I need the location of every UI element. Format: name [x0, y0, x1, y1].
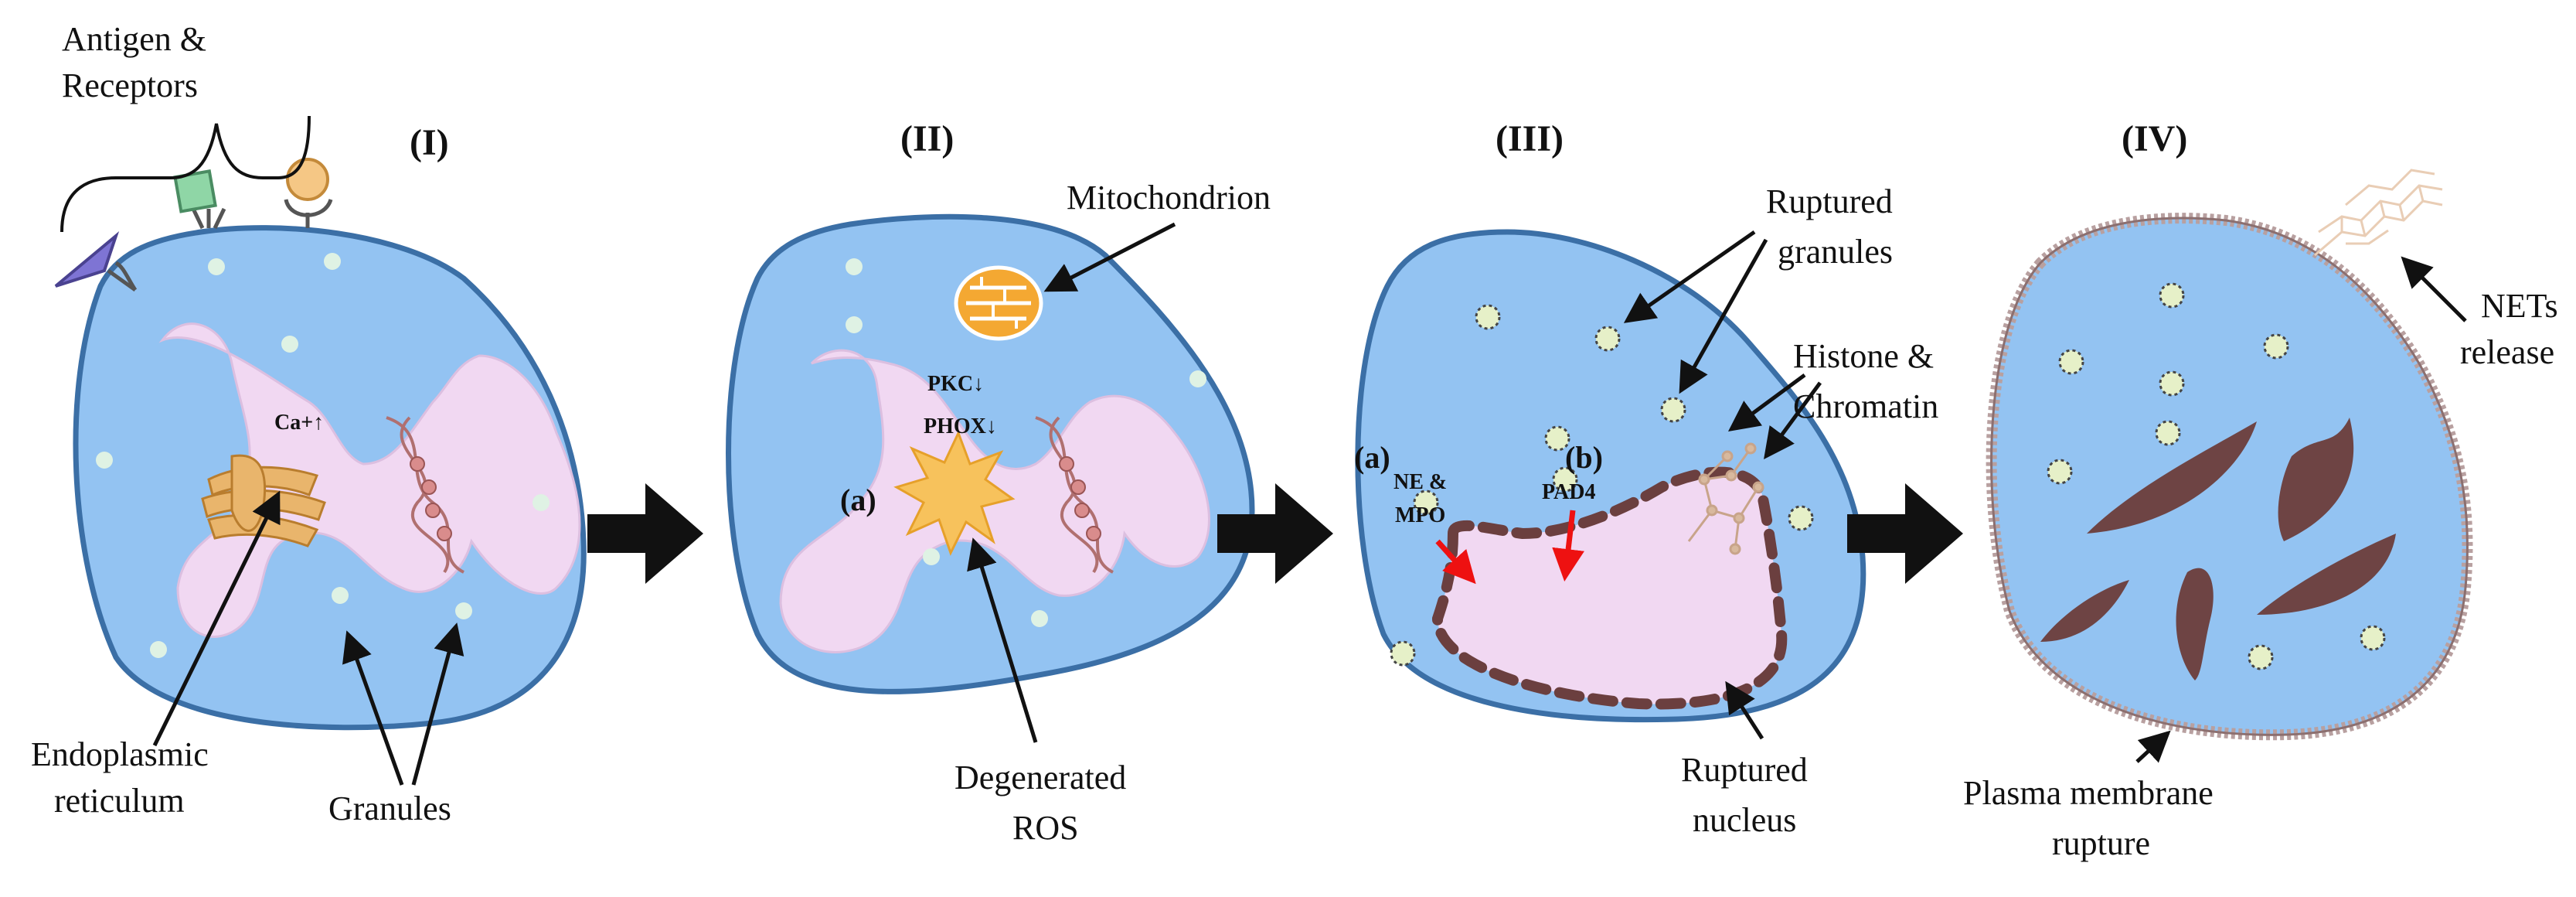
- progress-arrow-2: [1217, 483, 1333, 584]
- ne-mpo-red-arrow: [1435, 539, 1476, 585]
- stage-3-label: (III): [1496, 118, 1564, 159]
- receptor-green-icon: [173, 169, 226, 230]
- ne-label-1: NE &: [1393, 470, 1447, 494]
- ros-arrow: [967, 537, 1038, 743]
- progress-arrow-1: [587, 483, 703, 584]
- stage-2-cell: [726, 213, 1255, 694]
- antigen-brace: [60, 115, 311, 233]
- chromatin-fragment: [2278, 418, 2354, 541]
- stage-2-label: (II): [900, 118, 954, 159]
- mitochondrion-icon: [954, 265, 1043, 341]
- ruptured-granules-arrow-1: [1623, 230, 1756, 323]
- membrane-label-2: rupture: [2052, 824, 2150, 862]
- granules-label: Granules: [328, 790, 451, 827]
- nets-release-icon: [2314, 169, 2443, 257]
- er-label-2: reticulum: [54, 782, 185, 820]
- histone-label-2: Chromatin: [1793, 387, 1938, 425]
- ros-label-2: ROS: [1012, 809, 1079, 847]
- histone-label-1: Histone &: [1793, 337, 1934, 375]
- ruptured-granules: [1390, 304, 1814, 667]
- ruptured-nucleus-label-2: nucleus: [1693, 801, 1796, 839]
- dna-helix-icon: [1035, 416, 1114, 574]
- stage-4-label: (IV): [2122, 118, 2187, 159]
- ruptured-granules-label-2: granules: [1778, 233, 1893, 271]
- ruptured-granules: [2047, 282, 2386, 670]
- ruptured-nucleus-label-1: Ruptured: [1681, 751, 1808, 789]
- histone-arrow-1: [1727, 373, 1806, 431]
- stage-1-cell: [54, 115, 587, 731]
- nets-label-1: NETs: [2481, 287, 2558, 325]
- dna-helix-icon: [386, 416, 464, 574]
- nets-arrow: [2401, 256, 2467, 322]
- ruptured-granules-label-1: Ruptured: [1766, 182, 1893, 220]
- granule-arrow-2: [411, 622, 464, 786]
- chromatin-fragment: [2257, 534, 2396, 615]
- ros-burst-icon: [893, 430, 1016, 556]
- chromatin-strands-icon: [1687, 442, 1764, 555]
- pad4-label: PAD4: [1542, 480, 1595, 504]
- receptor-orange-icon: [284, 158, 333, 228]
- stage-4-cell: [1986, 213, 2473, 741]
- progress-arrow-3: [1847, 483, 1963, 584]
- stage-2-a-label: (a): [840, 483, 876, 517]
- er-pointer-arrow: [152, 490, 281, 747]
- antigen-label-1: Antigen &: [62, 20, 206, 58]
- chromatin-fragment: [2040, 580, 2129, 642]
- histone-arrow-2: [1764, 381, 1822, 460]
- chromatin-fragment: [2087, 421, 2257, 534]
- receptor-purple-icon: [54, 230, 138, 292]
- mitochondrion-label: Mitochondrion: [1067, 179, 1271, 217]
- mitochondrion-arrow: [1043, 222, 1176, 292]
- chromatin-fragment: [2176, 568, 2214, 680]
- stage-1-label: (I): [410, 122, 449, 163]
- ros-label-1: Degenerated: [955, 759, 1126, 796]
- er-label-1: Endoplasmic: [31, 735, 209, 773]
- calcium-label: Ca+↑: [274, 411, 324, 435]
- membrane-arrow: [2135, 730, 2171, 763]
- pkc-label: PKC↓: [927, 372, 984, 396]
- ruptured-granules-arrow-2: [1679, 238, 1768, 394]
- antigen-label-2: Receptors: [62, 67, 198, 104]
- nets-label-2: release: [2460, 333, 2554, 371]
- membrane-label-1: Plasma membrane: [1963, 774, 2214, 812]
- pad4-red-arrow: [1552, 510, 1584, 582]
- stage-3-b-label: (b): [1565, 440, 1603, 475]
- granule-arrow-1: [342, 630, 404, 786]
- phox-label: PHOX↓: [924, 414, 997, 438]
- stage-3-a-label: (a): [1354, 440, 1390, 475]
- ne-label-2: MPO: [1395, 503, 1445, 527]
- ruptured-nucleus-arrow: [1725, 680, 1764, 740]
